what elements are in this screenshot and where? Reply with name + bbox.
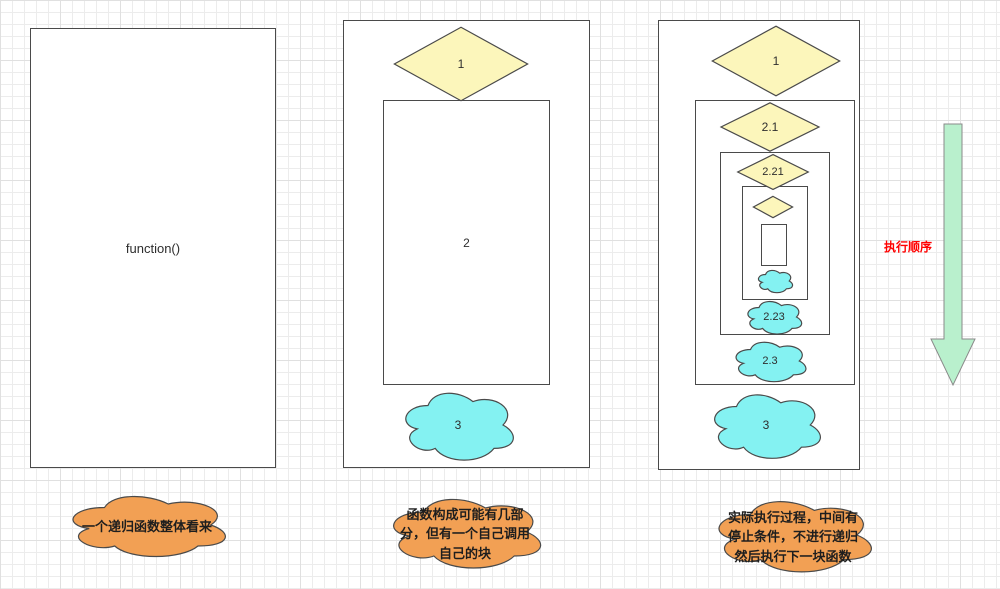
panel3-cloud-2-23: 2.23 [744,298,804,336]
panel2-decision-diamond: 1 [393,26,529,102]
execution-order-arrow [930,123,976,387]
panel3-cloud-3: 3 [707,388,825,462]
callout-line: 分，但有一个自己调用 [399,526,530,542]
function-label: function() [125,240,181,256]
panel3-diamond1-label: 1 [772,54,780,68]
callout-line: 自己的块 [438,545,491,561]
panel3-cloud-small [756,268,794,294]
panel3-decision-diamond-2-1: 2.1 [720,102,820,152]
panel3-decision-diamond-1: 1 [711,25,841,97]
callout-panel2-text: 函数构成可能有几部 分，但有一个自己调用 自己的块 [383,492,547,572]
function-outer-rect: function() [30,28,276,468]
callout-panel1-text: 一个递归函数整体看来 [81,519,212,535]
panel3-cloud-2-3: 2.3 [731,338,809,384]
panel3-cloud223-label: 2.23 [763,311,785,323]
panel3-cloud23-label: 2.3 [762,355,778,367]
panel2-cloud: 3 [398,386,518,464]
callout-line: 函数构成可能有几部 [406,506,524,522]
down-arrow-icon [930,123,976,387]
panel3-cloud3-label: 3 [762,418,770,432]
diamond-icon [753,196,793,218]
panel3-decision-diamond-small [753,196,793,218]
panel3-diamond21-label: 2.1 [761,120,779,134]
cloud-icon [758,270,793,293]
panel3-rect-level4 [761,224,787,266]
panel2-block-label: 2 [463,235,470,250]
panel3-decision-diamond-2-21: 2.21 [737,154,809,190]
callout-panel1: 一个递归函数整体看来 [62,490,232,560]
panel2-diamond-label: 1 [457,57,465,71]
callout-line: 实际执行过程，中间有 [727,509,858,525]
callout-panel2: 函数构成可能有几部 分，但有一个自己调用 自己的块 [383,492,547,572]
callout-line: 停止条件，不进行递归 [727,529,858,545]
panel2-block-rect: 2 [383,100,550,385]
callout-line: 然后执行下一块函数 [734,548,852,564]
panel3-diamond221-label: 2.21 [762,166,784,178]
callout-panel3: 实际执行过程，中间有 停止条件，不进行递归 然后执行下一块函数 [708,494,878,576]
panel2-cloud-label: 3 [454,418,462,432]
execution-order-label: 执行顺序 [884,240,933,254]
callout-panel3-text: 实际执行过程，中间有 停止条件，不进行递归 然后执行下一块函数 [708,494,878,576]
